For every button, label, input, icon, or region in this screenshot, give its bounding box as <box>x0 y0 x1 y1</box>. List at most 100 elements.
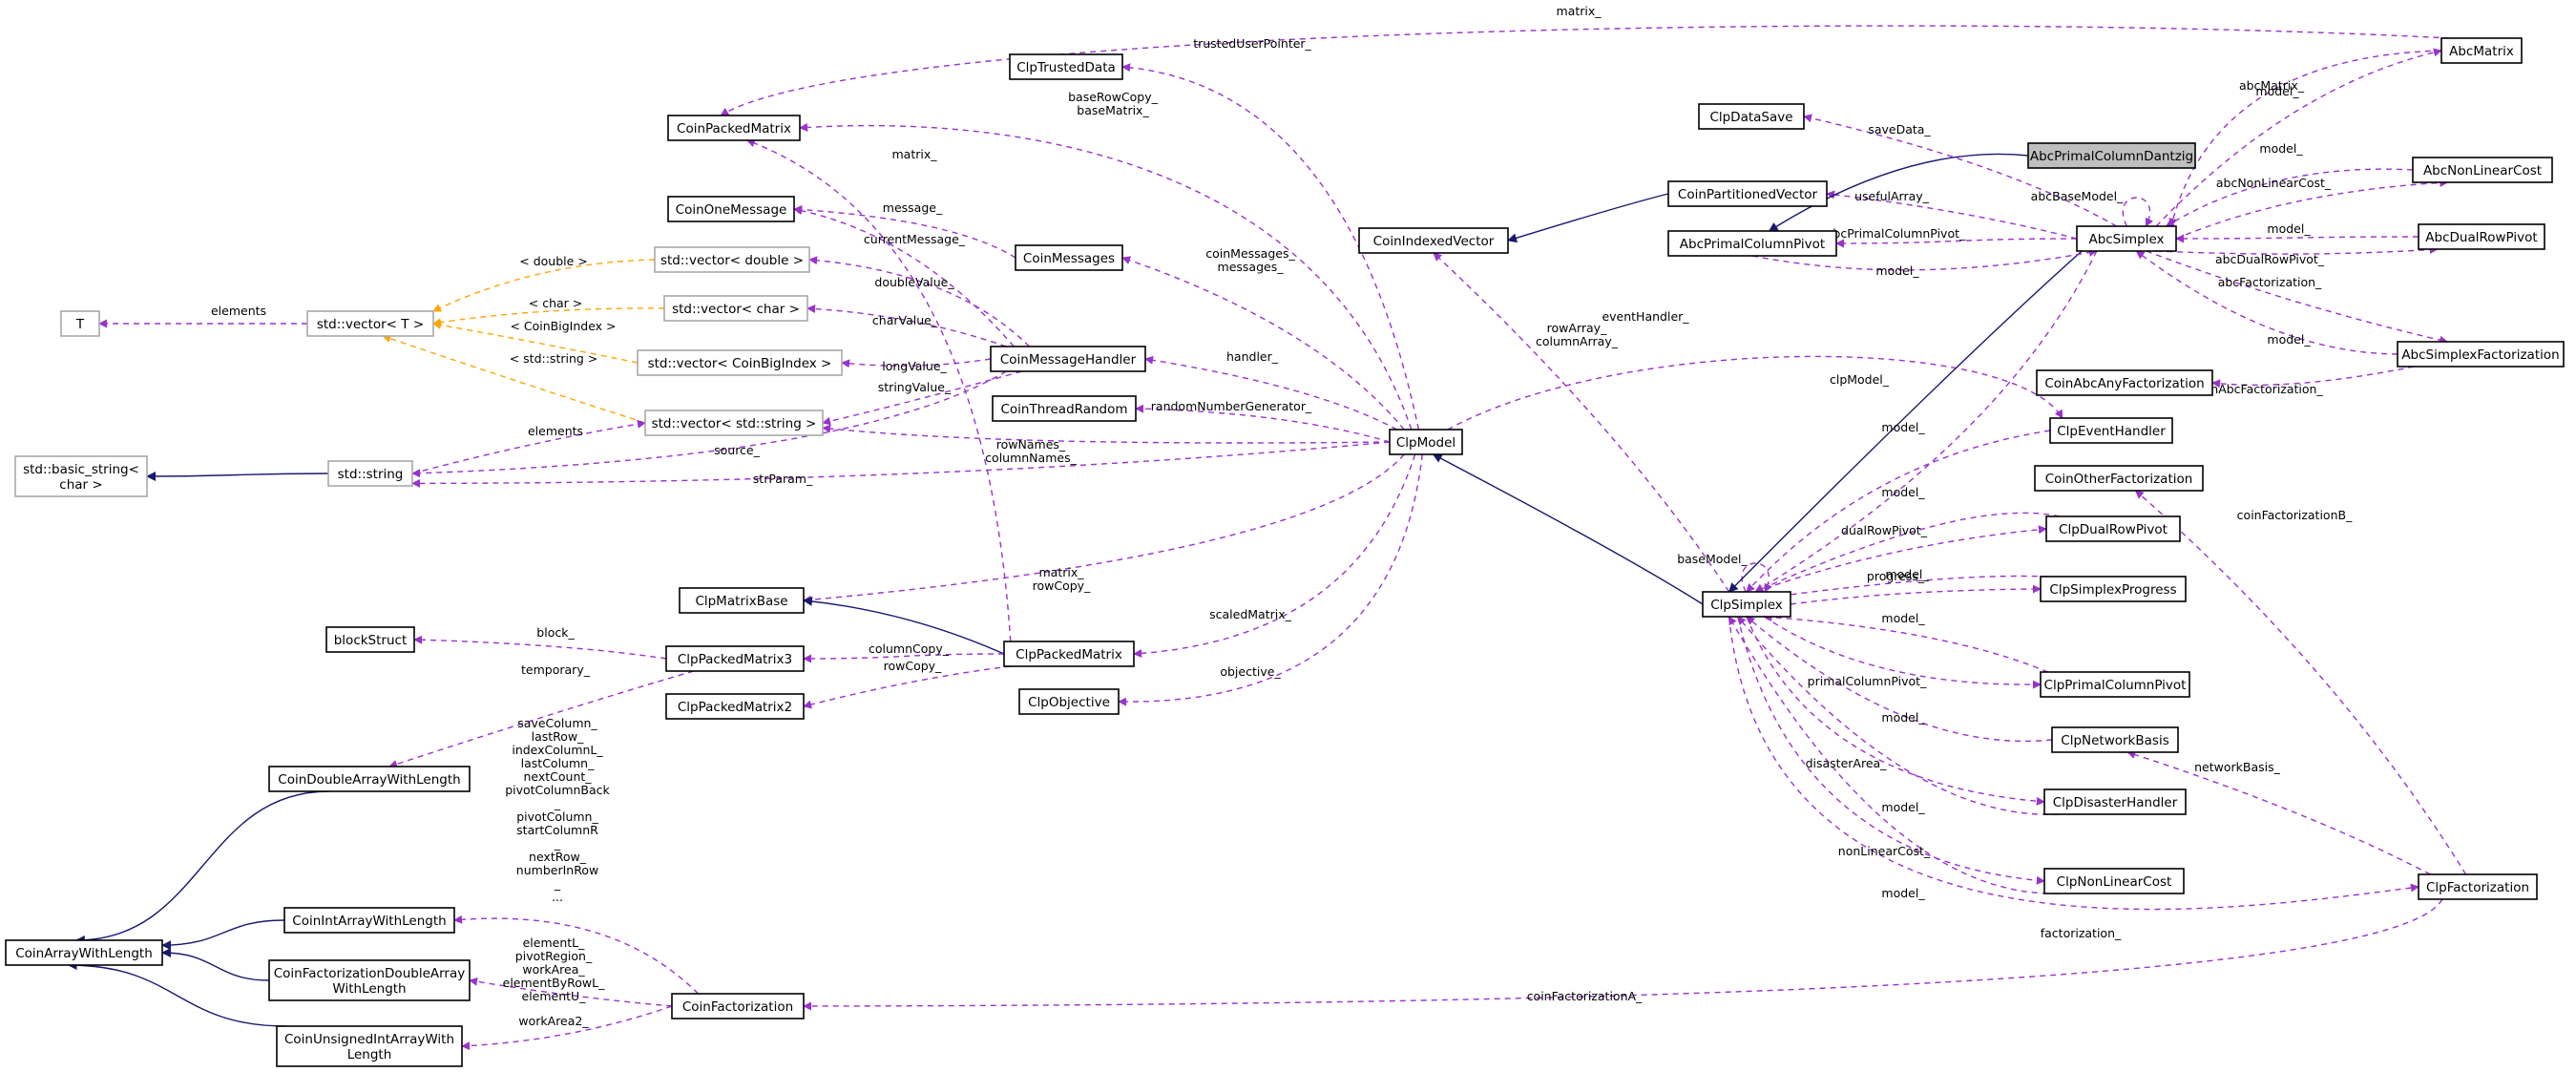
edge-label-line: _ <box>554 796 561 810</box>
class-node-asf[interactable]: AbcSimplexFactorization <box>2397 341 2565 368</box>
class-node-cof[interactable]: CoinOtherFactorization <box>2034 465 2204 492</box>
class-node-com[interactable]: CoinOneMessage <box>667 196 795 222</box>
class-node-box <box>1698 103 1805 130</box>
edge-line <box>2156 245 2439 255</box>
class-node-cmb[interactable]: ClpMatrixBase <box>679 587 805 614</box>
edge-cnlc-to-clps <box>1728 616 2059 894</box>
edge-line <box>1121 256 1405 431</box>
edge-label-line: temporary_ <box>521 662 591 677</box>
class-node-cdawl[interactable]: CoinDoubleArrayWithLength <box>268 766 471 792</box>
class-node-clpobj[interactable]: ClpObjective <box>1018 688 1120 715</box>
class-node-anlc[interactable]: AbcNonLinearCost <box>2412 157 2553 183</box>
edge-label: rowCopy_ <box>884 659 942 673</box>
edge-label: rowNames_columnNames_ <box>985 437 1077 465</box>
edge-vecstr-to-vect <box>382 334 646 424</box>
edge-label-line: model_ <box>1881 800 1925 814</box>
class-node-basicstr[interactable]: std::basic_string<char > <box>14 455 148 497</box>
class-node-cpm3[interactable]: ClpPackedMatrix3 <box>665 645 805 672</box>
class-node-cpm[interactable]: CoinPackedMatrix <box>667 115 801 141</box>
class-node-veccbi[interactable]: std::vector< CoinBigIndex > <box>637 349 843 376</box>
edge-cfact-to-ciawl <box>453 914 700 995</box>
edge-cfact-to-cfdawl <box>469 977 673 1007</box>
class-node-ciawl[interactable]: CoinIntArrayWithLength <box>283 907 455 934</box>
class-node-ctd[interactable]: ClpTrustedData <box>1009 53 1123 80</box>
class-node-vect[interactable]: std::vector< T > <box>306 310 434 337</box>
class-node-ceh[interactable]: ClpEventHandler <box>2049 417 2173 444</box>
class-node-ctr[interactable]: CoinThreadRandom <box>992 395 1137 422</box>
edge-clpmodel-to-ctr <box>1135 404 1391 443</box>
edge-abcs-to-anlc <box>2175 178 2449 240</box>
class-node-box <box>1015 244 1123 271</box>
edge-label-line: < char > <box>529 296 583 310</box>
edge-label-line: currentMessage_ <box>864 232 966 246</box>
edge-label: abcNonLinearCost_ <box>2216 176 2332 190</box>
class-node-caaf[interactable]: CoinAbcAnyFactorization <box>2036 369 2213 396</box>
edge-cmh-to-veccbi <box>841 358 992 368</box>
edge-label-line: source_ <box>714 443 761 457</box>
edge-label: strParam_ <box>753 472 813 486</box>
edge-abcs-to-clpds <box>1803 114 2117 227</box>
class-node-civ[interactable]: CoinIndexedVector <box>1358 227 1509 254</box>
class-node-cawl[interactable]: CoinArrayWithLength <box>5 939 163 966</box>
class-node-clpds[interactable]: ClpDataSave <box>1698 103 1805 130</box>
class-node-cdh[interactable]: ClpDisasterHandler <box>2043 788 2187 815</box>
class-node-box <box>992 395 1137 422</box>
class-node-abcm[interactable]: AbcMatrix <box>2440 37 2523 64</box>
edge-label-line: rowCopy_ <box>1033 578 1091 593</box>
class-node-label: WithLength <box>332 981 406 997</box>
edge-label: stringValue_ <box>878 380 952 394</box>
class-node-adrp[interactable]: AbcDualRowPivot <box>2418 223 2545 250</box>
edge-label-line: objective_ <box>1220 664 1281 679</box>
edge-line <box>803 453 1405 604</box>
edge-line <box>841 358 992 368</box>
class-node-cpv[interactable]: CoinPartitionedVector <box>1667 180 1828 207</box>
class-node-cmh[interactable]: CoinMessageHandler <box>990 346 1146 372</box>
edge-label-line: ... <box>552 890 563 904</box>
class-node-csp[interactable]: ClpSimplexProgress <box>2040 576 2187 602</box>
class-node-clppm[interactable]: ClpPackedMatrix <box>1003 641 1135 667</box>
class-node-clps[interactable]: ClpSimplex <box>1702 591 1791 618</box>
class-node-label: ClpNetworkBasis <box>2061 733 2168 748</box>
class-node-cnb[interactable]: ClpNetworkBasis <box>2051 726 2179 753</box>
edge-label: randomNumberGenerator_ <box>1151 399 1312 413</box>
edge-label: clpModel_ <box>1830 372 1890 387</box>
edge-clpmodel-to-cmsgs <box>1121 256 1405 431</box>
class-node-cdrp[interactable]: ClpDualRowPivot <box>2045 515 2181 542</box>
class-node-label: std::vector< char > <box>672 302 800 317</box>
edge-line <box>146 471 329 481</box>
edge-label: < char > <box>529 296 583 310</box>
class-node-cfact[interactable]: CoinFactorization <box>671 993 805 1019</box>
class-node-box <box>1358 227 1509 254</box>
edge-line <box>161 919 285 951</box>
class-node-label: std::string <box>338 467 404 482</box>
edge-label: abcFactorization_ <box>2218 275 2322 289</box>
class-node-t[interactable]: T <box>60 310 100 337</box>
class-node-apcp[interactable]: AbcPrimalColumnPivot <box>1667 230 1837 257</box>
class-node-clpf[interactable]: ClpFactorization <box>2418 873 2538 900</box>
class-node-bs[interactable]: blockStruct <box>325 626 415 653</box>
edge-label-line: matrix_ <box>1039 565 1085 579</box>
edge-abcm-to-cpm <box>720 25 2450 116</box>
class-node-stdstr[interactable]: std::string <box>327 460 413 487</box>
class-node-cpcp[interactable]: ClpPrimalColumnPivot <box>2040 671 2190 698</box>
class-node-label: AbcPrimalColumnDantzig <box>2030 149 2193 164</box>
edge-clps-to-clps <box>1741 562 1772 593</box>
edge-veccbi-to-vect <box>432 320 639 364</box>
class-node-vecstr[interactable]: std::vector< std::string > <box>644 410 824 436</box>
class-node-cmsgs[interactable]: CoinMessages <box>1015 244 1123 271</box>
class-node-clpmodel[interactable]: ClpModel <box>1389 429 1463 455</box>
edge-label-line: pivotColumnBack <box>505 783 610 797</box>
class-node-vecdouble[interactable]: std::vector< double > <box>654 246 810 273</box>
edge-line <box>1803 114 2117 227</box>
class-node-vecchar[interactable]: std::vector< char > <box>663 295 808 322</box>
class-node-abcs[interactable]: AbcSimplex <box>2076 225 2177 252</box>
edge-line <box>161 948 270 981</box>
class-node-label: ClpFactorization <box>2426 880 2529 895</box>
edge-label: saveData_ <box>1868 122 1931 137</box>
class-node-cnlc[interactable]: ClpNonLinearCost <box>2043 868 2185 894</box>
class-node-cpm2[interactable]: ClpPackedMatrix2 <box>665 693 805 720</box>
class-node-apcd[interactable]: AbcPrimalColumnDantzig <box>2027 142 2196 169</box>
edge-label-line: coinFactorizationB_ <box>2237 508 2353 522</box>
